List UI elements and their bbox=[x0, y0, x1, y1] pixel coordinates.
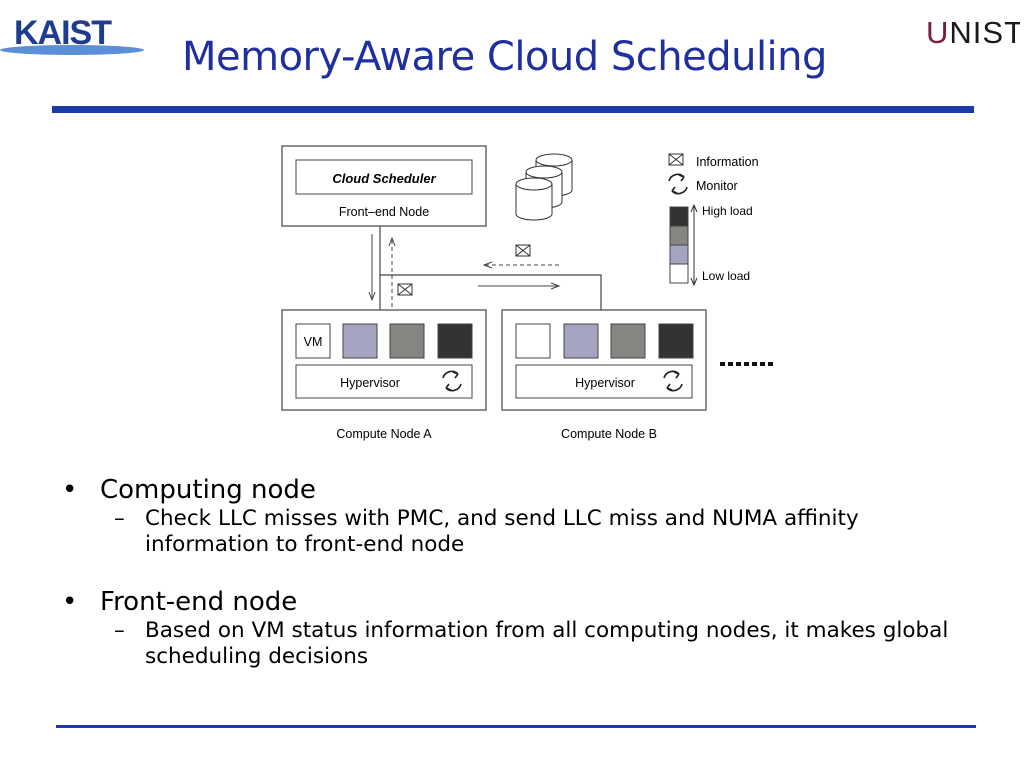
load-swatch bbox=[669, 263, 689, 284]
information-envelope-icon bbox=[515, 244, 531, 257]
bullet-dot: • bbox=[62, 587, 78, 617]
information-envelope-icon bbox=[397, 283, 413, 296]
kaist-logo: KAIST bbox=[0, 14, 144, 55]
legend-low-load-label: Low load bbox=[702, 269, 750, 283]
svg-text:UNIST: UNIST bbox=[926, 15, 1020, 50]
unist-logo: UNIST bbox=[926, 15, 1020, 50]
footer-rule bbox=[56, 725, 976, 728]
sub-bullet-text: Check LLC misses with PMC, and send LLC … bbox=[145, 506, 859, 557]
compute-node-a: VM Hypervisor bbox=[281, 309, 487, 411]
monitor-legend-icon bbox=[668, 173, 688, 195]
sub-bullet-dash: – bbox=[114, 618, 125, 643]
bullet-item: • Computing node bbox=[58, 474, 988, 506]
vm-box bbox=[563, 323, 599, 359]
hypervisor-label: Hypervisor bbox=[575, 376, 635, 390]
page-title: Memory-Aware Cloud Scheduling bbox=[182, 34, 827, 80]
vm-label: VM bbox=[304, 335, 323, 349]
cloud-scheduler-label: Cloud Scheduler bbox=[332, 171, 436, 186]
legend-information-label: Information bbox=[696, 155, 759, 169]
frontend-node-label: Front–end Node bbox=[339, 205, 429, 219]
bullet-list: • Computing node – Check LLC misses with… bbox=[58, 474, 988, 670]
legend-high-load-label: High load bbox=[702, 204, 753, 218]
frontend-node: Cloud Scheduler Front–end Node bbox=[281, 145, 487, 227]
compute-node-b: Hypervisor bbox=[501, 309, 707, 411]
vm-box bbox=[610, 323, 646, 359]
vm-box bbox=[515, 323, 551, 359]
bullet-item: • Front-end node bbox=[58, 586, 988, 618]
scheduling-diagram: Cloud Scheduler Front–end Node VM Hyperv… bbox=[281, 145, 774, 441]
compute-node-b-caption: Compute Node B bbox=[561, 427, 657, 441]
information-legend-icon bbox=[668, 153, 684, 166]
vm-box bbox=[342, 323, 378, 359]
load-swatch bbox=[669, 225, 689, 246]
connection-lines bbox=[368, 226, 602, 310]
legend: Information Monitor High load Low load bbox=[668, 153, 759, 287]
sub-bullet-dash: – bbox=[114, 506, 125, 531]
vm-box bbox=[658, 323, 694, 359]
vm-box bbox=[437, 323, 473, 359]
sub-bullet-text: Based on VM status information from all … bbox=[145, 618, 949, 669]
bullet-text: Front-end node bbox=[100, 587, 298, 617]
vm-box bbox=[389, 323, 425, 359]
sub-bullet-item: – Check LLC misses with PMC, and send LL… bbox=[58, 506, 988, 558]
hypervisor-label: Hypervisor bbox=[340, 376, 400, 390]
svg-text:KAIST: KAIST bbox=[14, 14, 112, 52]
sub-bullet-item: – Based on VM status information from al… bbox=[58, 618, 988, 670]
load-swatch bbox=[669, 244, 689, 265]
database-icon bbox=[515, 153, 573, 221]
bullet-dot: • bbox=[62, 475, 78, 505]
load-swatch bbox=[669, 206, 689, 227]
legend-monitor-label: Monitor bbox=[696, 179, 738, 193]
compute-node-a-caption: Compute Node A bbox=[336, 427, 432, 441]
title-rule bbox=[52, 106, 974, 113]
bullet-text: Computing node bbox=[100, 475, 316, 505]
